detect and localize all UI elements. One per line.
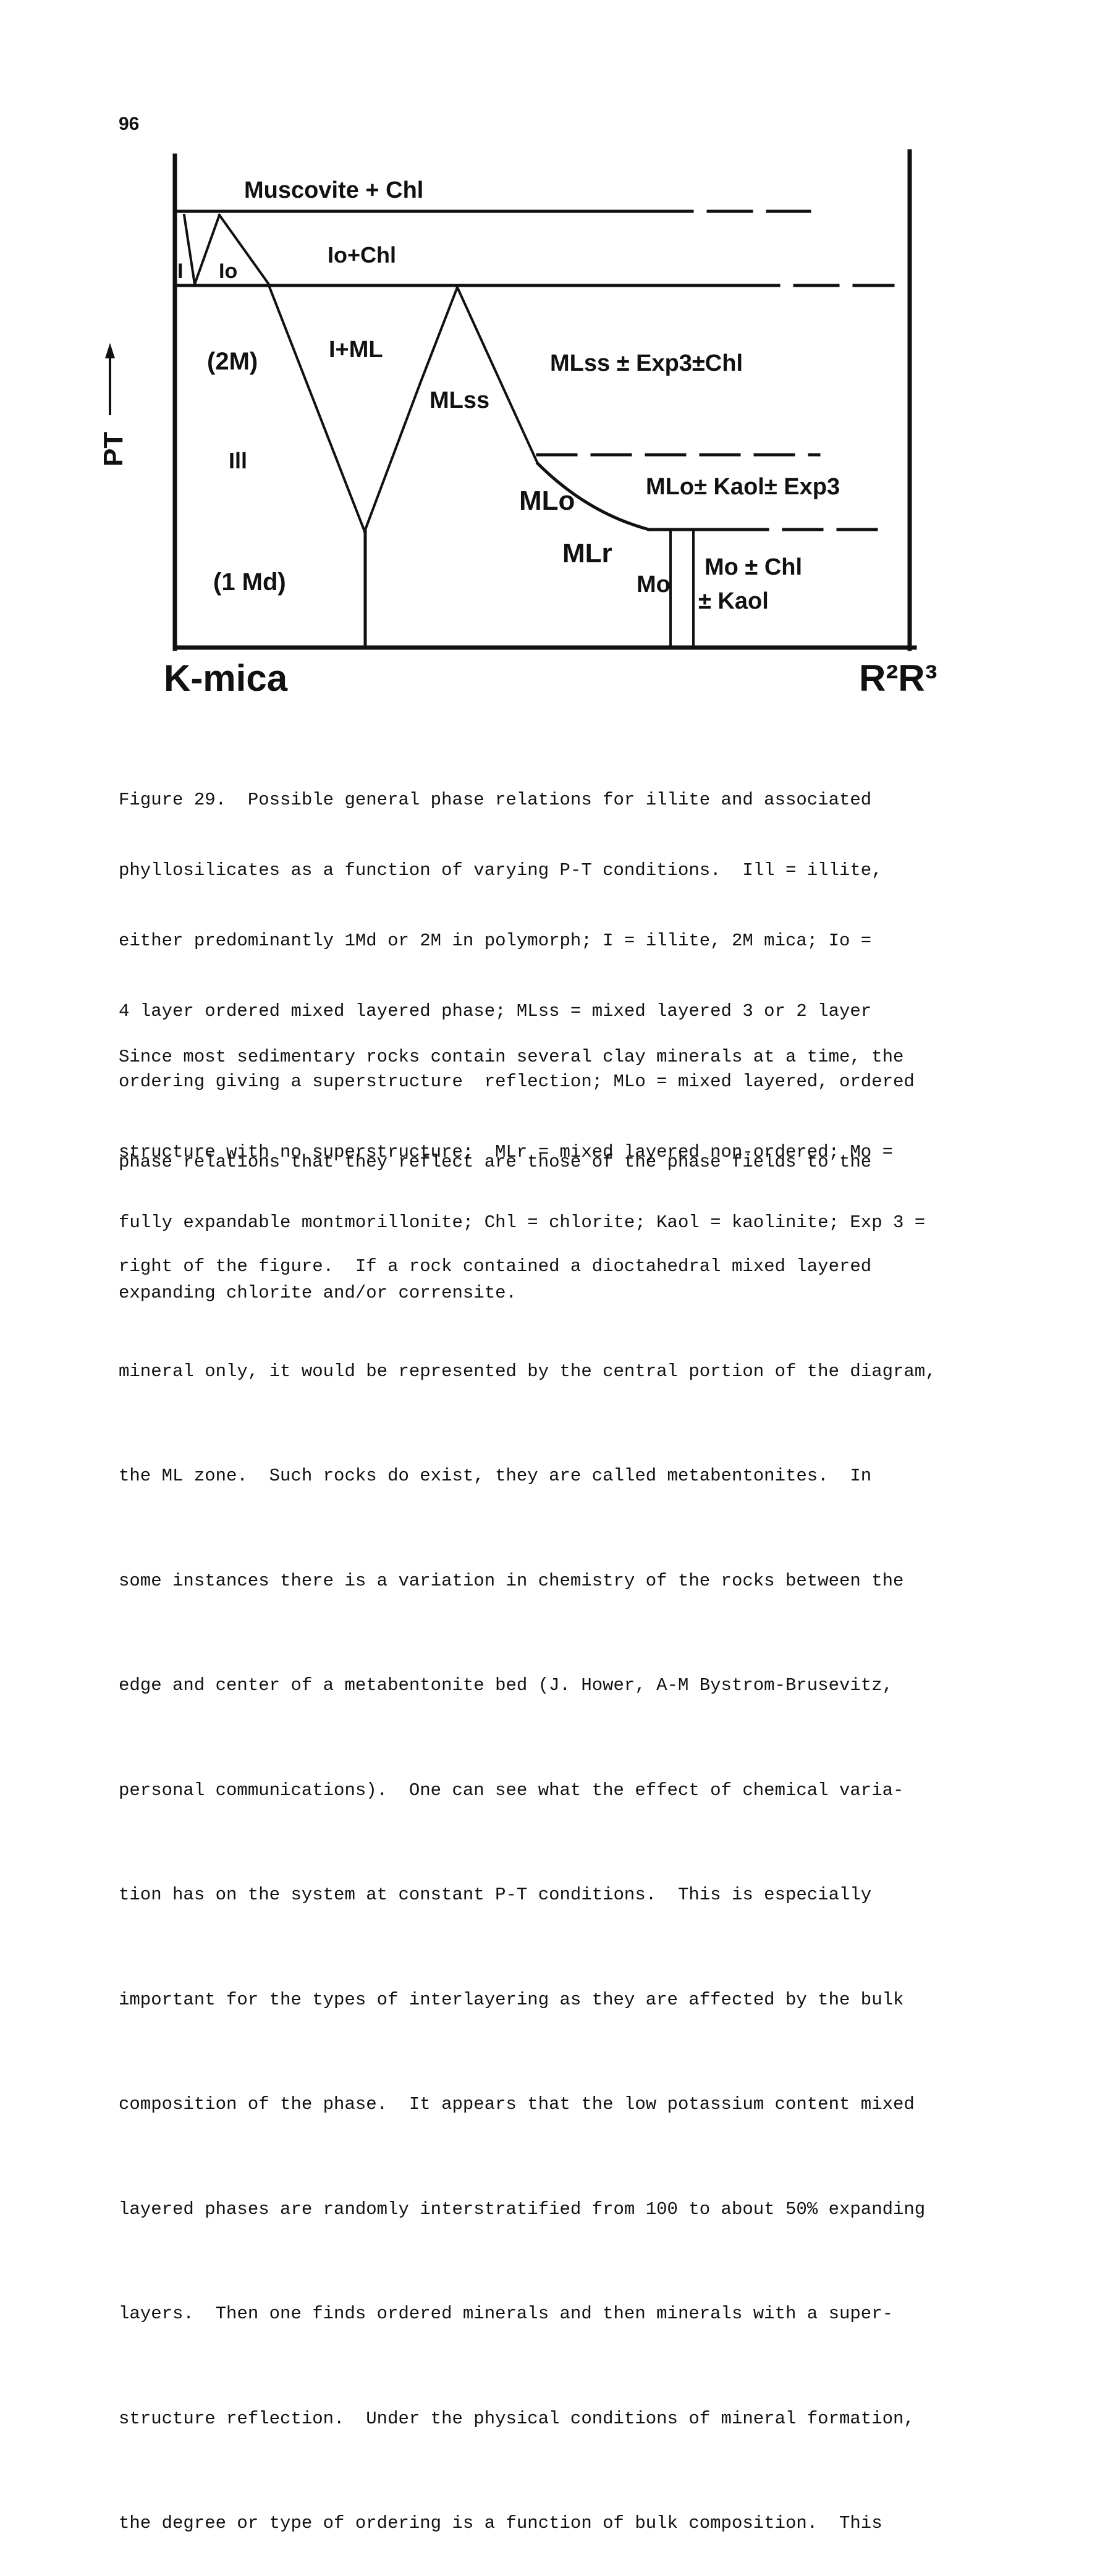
body-line: some instances there is a variation in c…: [119, 1570, 904, 1591]
body-paragraph: Since most sedimentary rocks contain sev…: [119, 970, 1015, 2576]
body-line: personal communications). One can see wh…: [119, 1780, 904, 1801]
page-number: 96: [119, 114, 140, 134]
body-line: layered phases are randomly interstratif…: [119, 2198, 926, 2219]
label-io-chl: Io+Chl: [328, 242, 396, 268]
label-io: Io: [219, 260, 237, 283]
two-m-boundary: [267, 284, 366, 533]
label-mlo: MLo: [519, 486, 575, 516]
label-i: I: [177, 260, 183, 283]
io-line: [218, 213, 271, 286]
label-kaol: ± Kaol: [698, 588, 769, 614]
caption-line: fully expandable montmorillonite; Chl = …: [119, 1212, 926, 1233]
figure-caption: Figure 29. Possible general phase relati…: [119, 741, 1015, 1328]
caption-line: structure with no superstructure; MLr = …: [119, 1142, 894, 1162]
i-ml-left: [363, 381, 422, 533]
i-io-line-2: [193, 213, 221, 286]
x-axis-left-label: K-mica: [164, 657, 288, 699]
y-axis-label: PT: [98, 432, 129, 467]
phase-diagram: PT K-mica R²R³ Muscovite + Chl Io+Chl I …: [98, 149, 937, 699]
label-ill: Ill: [229, 448, 247, 473]
i-ml-right: [418, 285, 459, 385]
caption-line: ordering giving a superstructure reflect…: [119, 1071, 915, 1092]
mlo-curve: [535, 461, 651, 532]
body-line: the degree or type of ordering is a func…: [119, 2513, 882, 2533]
body-line: important for the types of interlayering…: [119, 1989, 904, 2010]
label-i-ml: I+ML: [329, 337, 383, 363]
label-mlr: MLr: [562, 538, 612, 568]
x-axis-right-label: R²R³: [859, 657, 937, 699]
body-line: mineral only, it would be represented by…: [119, 1361, 936, 1382]
body-line: edge and center of a metabentonite bed (…: [119, 1675, 894, 1696]
label-mo: Mo: [637, 572, 671, 598]
body-line: layers. Then one finds ordered minerals …: [119, 2304, 894, 2324]
caption-line: Figure 29. Possible general phase relati…: [119, 790, 872, 810]
label-muscovite-chl: Muscovite + Chl: [244, 177, 423, 203]
caption-line: phyllosilicates as a function of varying…: [119, 860, 882, 880]
label-2m: (2M): [207, 348, 258, 375]
body-line: tion has on the system at constant P-T c…: [119, 1885, 872, 1905]
label-1md: (1 Md): [213, 568, 286, 596]
pt-arrow-head: [105, 343, 115, 358]
label-mo-chl: Mo ± Chl: [705, 554, 802, 580]
mlss-right: [455, 285, 540, 465]
body-line: Since most sedimentary rocks contain sev…: [119, 1047, 904, 1067]
body-line: phase relations that they reflect are th…: [119, 1151, 872, 1172]
caption-line: either predominantly 1Md or 2M in polymo…: [119, 931, 872, 951]
body-line: right of the figure. If a rock contained…: [119, 1256, 872, 1277]
label-mlo-kaol-exp3: MLo± Kaol± Exp3: [646, 474, 840, 500]
body-line: structure reflection. Under the physical…: [119, 2408, 915, 2429]
body-line: the ML zone. Such rocks do exist, they a…: [119, 1466, 872, 1486]
label-mlss: MLss: [430, 387, 489, 413]
label-mlss-exp3-chl: MLss ± Exp3±Chl: [550, 350, 743, 376]
caption-line: 4 layer ordered mixed layered phase; MLs…: [119, 1001, 872, 1021]
i-io-line-1: [182, 213, 197, 286]
caption-line: expanding chlorite and/or corrensite.: [119, 1283, 517, 1303]
body-line: composition of the phase. It appears tha…: [119, 2094, 915, 2114]
